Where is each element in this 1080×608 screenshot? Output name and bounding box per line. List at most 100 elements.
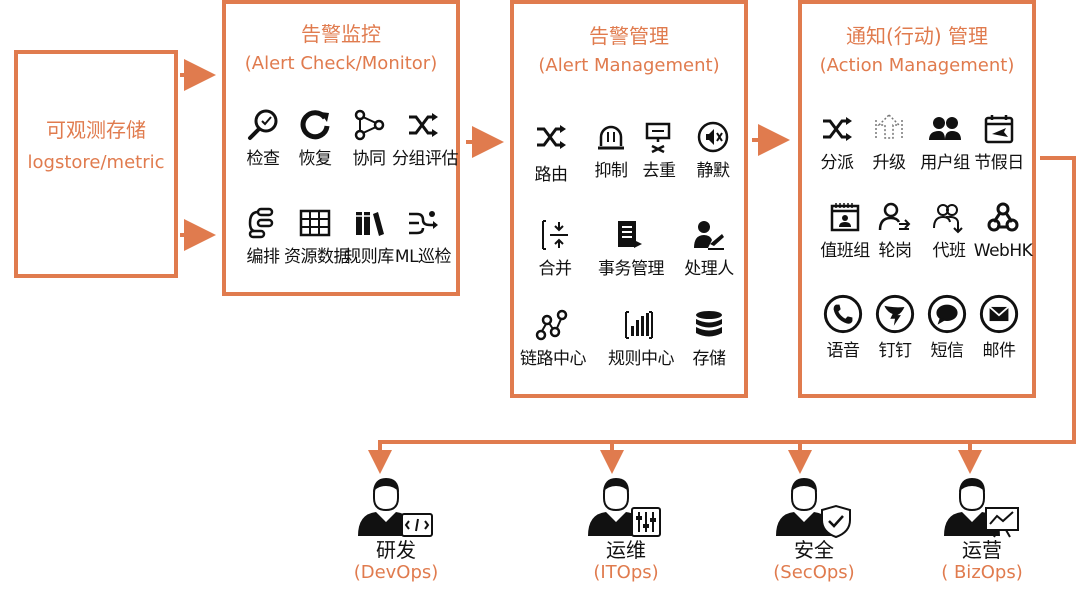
transaction-label: 事务管理 [598,259,665,279]
operator-icon [588,478,661,537]
storage-item: 存储 [678,308,740,370]
orchestrate-item: 编排 [232,206,294,268]
resource-data-label: 资源数据 [284,247,351,267]
webhook-item: WebHK [972,200,1034,262]
alert-mgmt-subtitle: (Alert Management) [538,55,720,76]
shuffle-icon [537,125,566,149]
holiday-item: 节假日 [968,112,1030,174]
secops-name: 安全 [794,538,834,562]
sms-icon [927,294,967,334]
sms-label: 短信 [930,341,965,361]
rotation-item: 轮岗 [864,200,926,262]
devops-en: (DevOps) [353,562,439,583]
recover-label: 恢复 [298,149,333,169]
business-icon [944,478,1019,538]
dispatch-item: 分派 [806,112,868,174]
devops-name: 研发 [376,538,416,562]
rotation-label: 轮岗 [878,241,913,261]
storage-subtitle: logstore/metric [27,152,165,173]
escalate-item: 升级 [858,112,920,174]
holiday-calendar-icon [984,115,1014,144]
devops-audience: 研发 (DevOps) [336,474,456,584]
webhook-label: WebHK [973,241,1033,261]
itops-en: (ITOps) [593,562,659,583]
alert-mgmt-title: 告警管理 [589,24,669,48]
dedupe-item: 去重 [628,120,690,182]
siren-icon [598,125,624,150]
document-icon [618,221,642,248]
arrow-action-to-audience [368,156,1076,474]
user-group-label: 用户组 [920,153,970,173]
action-management-box: 通知(行动) 管理 (Action Management) 分派 升级 用户组 … [798,0,1036,398]
voice-label: 语音 [826,341,861,361]
voice-item: 语音 [812,294,874,362]
dispatch-label: 分派 [820,153,855,173]
itops-name: 运维 [606,538,646,562]
route-item: 路由 [520,120,582,186]
group-eval-item: 分组评估 [392,108,459,170]
group-eval-label: 分组评估 [392,149,459,169]
phone-icon [823,294,863,334]
alert-check-subtitle: (Alert Check/Monitor) [244,53,438,74]
handler-item: 处理人 [678,218,740,280]
action-mgmt-subtitle: (Action Management) [819,55,1015,76]
alert-check-box: 告警监控 (Alert Check/Monitor) 检查 恢复 协同 分组评估… [222,0,460,296]
handler-icon [694,221,724,250]
transaction-item: 事务管理 [598,218,665,280]
duty-group-label: 值班组 [820,241,870,261]
mute-item: 静默 [682,120,744,182]
route-label: 路由 [534,165,569,185]
alert-check-title: 告警监控 [301,22,381,46]
merge-icon [542,220,568,250]
duty-calendar-icon [830,203,860,232]
orchestrate-icon [248,207,274,239]
dingtalk-icon [875,294,915,334]
storage-label: 存储 [692,349,727,369]
share-nodes-icon [354,109,385,141]
secops-en: (SecOps) [773,562,855,583]
ml-inspect-label: ML巡检 [394,247,452,267]
sms-item: 短信 [916,294,978,362]
webhook-icon [987,202,1019,232]
database-icon [696,311,722,337]
duty-group-item: 值班组 [814,200,876,262]
link-center-label: 链路中心 [520,349,587,369]
rule-center-label: 规则中心 [608,349,675,369]
escalate-label: 升级 [872,153,907,173]
rule-library-item: 规则库 [338,206,400,268]
refresh-icon [300,110,330,140]
holiday-label: 节假日 [974,153,1024,173]
rule-center-item: 规则中心 [608,308,675,370]
bar-chart-icon [625,311,653,339]
action-mgmt-title: 通知(行动) 管理 [846,24,988,48]
ml-inspect-item: ML巡检 [392,206,454,268]
storage-title: 可观测存储 [46,118,146,142]
merge-label: 合并 [538,259,573,279]
email-label: 邮件 [982,341,1017,361]
dedupe-label: 去重 [642,161,677,181]
upgrade-icon [875,113,903,140]
suppress-item: 抑制 [580,120,642,182]
user-group-item: 用户组 [914,112,976,174]
link-center-item: 链路中心 [520,308,587,370]
collab-label: 协同 [352,149,387,169]
developer-icon [358,478,433,537]
books-icon [356,212,384,236]
link-path-icon [535,309,568,341]
suppress-label: 抑制 [594,161,629,181]
substitute-label: 代班 [932,241,967,261]
shuffle-icon [823,117,852,141]
magnify-check-icon [248,109,278,140]
dedupe-icon [645,122,671,154]
recover-item: 恢复 [284,108,346,170]
mute-label: 静默 [696,161,731,181]
substitute-user-icon [933,204,963,234]
orchestrate-label: 编排 [246,247,281,267]
security-icon [776,478,851,538]
observable-storage-box: 可观测存储 logstore/metric [14,50,178,278]
shuffle-icon [409,113,438,137]
merge-item: 合并 [524,218,586,280]
users-icon [929,117,961,140]
bizops-name: 运营 [962,538,1002,562]
